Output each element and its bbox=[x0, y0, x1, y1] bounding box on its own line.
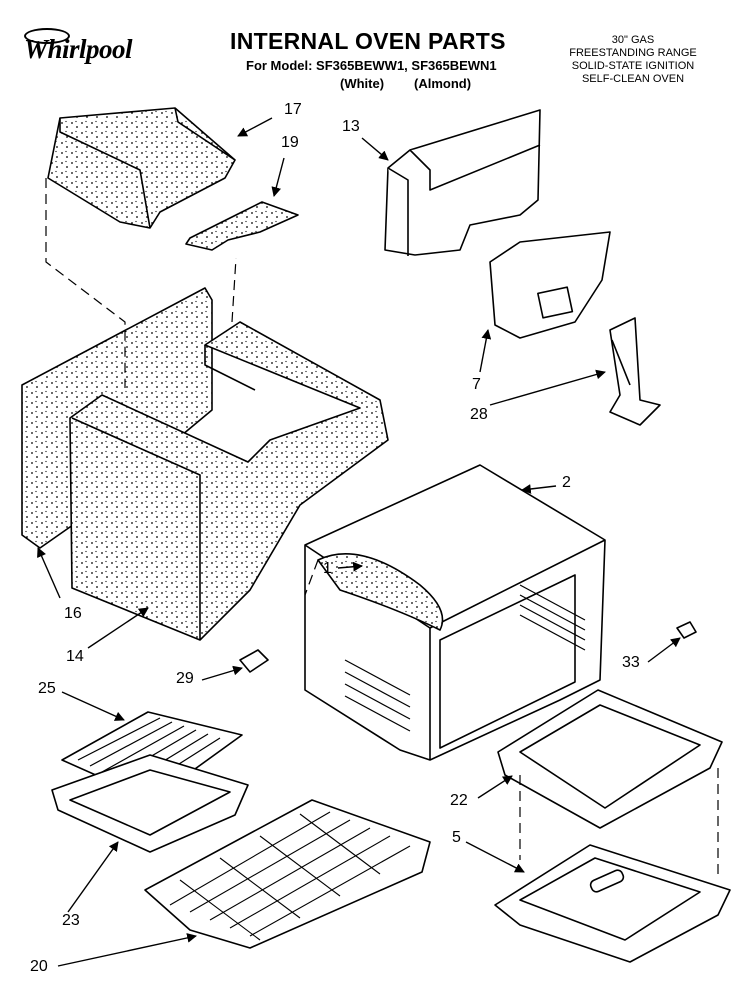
part-label-1: 1 bbox=[323, 560, 332, 577]
part-label-7: 7 bbox=[472, 376, 481, 393]
oven-rack-part-20 bbox=[144, 799, 431, 949]
duct-panel-part-13 bbox=[384, 109, 541, 256]
model-line: For Model: SF365BEWW1, SF365BEWN1 bbox=[246, 58, 497, 73]
insulation-pad-part-19 bbox=[185, 201, 299, 251]
part-label-22: 22 bbox=[450, 792, 468, 809]
oven-bottom-part-22 bbox=[497, 689, 723, 829]
insulation-wrap-part-14 bbox=[69, 321, 389, 641]
part-label-19: 19 bbox=[281, 134, 299, 151]
brand-logo: Whirlpool bbox=[24, 34, 133, 64]
part-label-33: 33 bbox=[622, 654, 640, 671]
part-label-23: 23 bbox=[62, 912, 80, 929]
product-description: 30" GAS FREESTANDING RANGE SOLID-STATE I… bbox=[548, 34, 718, 86]
description-line: FREESTANDING RANGE bbox=[569, 47, 697, 59]
part-label-16: 16 bbox=[64, 605, 82, 622]
baffle-part-7 bbox=[489, 231, 611, 339]
part-label-29: 29 bbox=[176, 670, 194, 687]
part-label-2: 2 bbox=[562, 474, 571, 491]
part-label-14: 14 bbox=[66, 648, 84, 665]
description-line: SOLID-STATE IGNITION bbox=[571, 60, 695, 72]
leader-arrows bbox=[37, 117, 681, 967]
description-line: SELF-CLEAN OVEN bbox=[581, 73, 685, 85]
brand-logo-swoosh bbox=[24, 28, 70, 44]
color-white: (White) bbox=[340, 76, 385, 91]
oven-cavity-part-2 bbox=[304, 464, 606, 761]
part-label-25: 25 bbox=[38, 680, 56, 697]
alignment-lines bbox=[45, 178, 719, 880]
description-line: 30" GAS bbox=[611, 34, 655, 46]
page-title: INTERNAL OVEN PARTS bbox=[230, 28, 506, 54]
part-label-17: 17 bbox=[284, 101, 302, 118]
insulation-top-part-17 bbox=[47, 107, 236, 229]
color-almond: (Almond) bbox=[414, 76, 472, 91]
part-label-20: 20 bbox=[30, 958, 48, 975]
burner-box-part-5 bbox=[494, 844, 731, 963]
bracket-part-28 bbox=[609, 317, 661, 426]
part-label-28: 28 bbox=[470, 406, 488, 423]
broil-pan-part-23 bbox=[51, 754, 249, 853]
clip-part-29 bbox=[239, 649, 269, 673]
part-label-13: 13 bbox=[342, 118, 360, 135]
part-label-5: 5 bbox=[452, 829, 461, 846]
clip-part-33 bbox=[676, 621, 697, 639]
